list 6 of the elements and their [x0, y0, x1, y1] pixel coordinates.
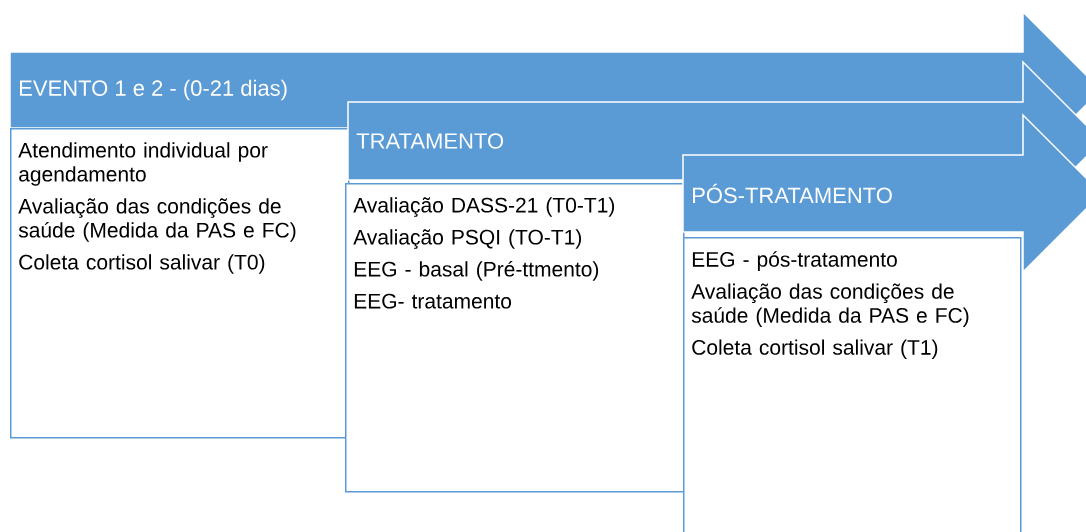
- node-label: TRATAMENTO: [356, 133, 504, 149]
- node-label: PÓS-TRATAMENTO: [693, 183, 892, 204]
- text-box: Atendimento individual por agendamento Avaliação das condições de saúde (Medida da PAS e FC) Coleta cortisol salivar (T0): [10, 128, 350, 439]
- text-box: EEG - pós-tratamento Avaliação das condições de saúde (Medida da PAS e FC) Coleta cortisol salivar (T1): [683, 237, 1022, 532]
- node-label: EVENTO 1 e 2 - (0-21 dias): [20, 79, 287, 101]
- text-box: Avaliação DASS-21 (T0-T1) Avaliação PSQI (TO-T1) EEG - basal (Pré-ttmento) EEG- tratamento: [345, 183, 685, 493]
